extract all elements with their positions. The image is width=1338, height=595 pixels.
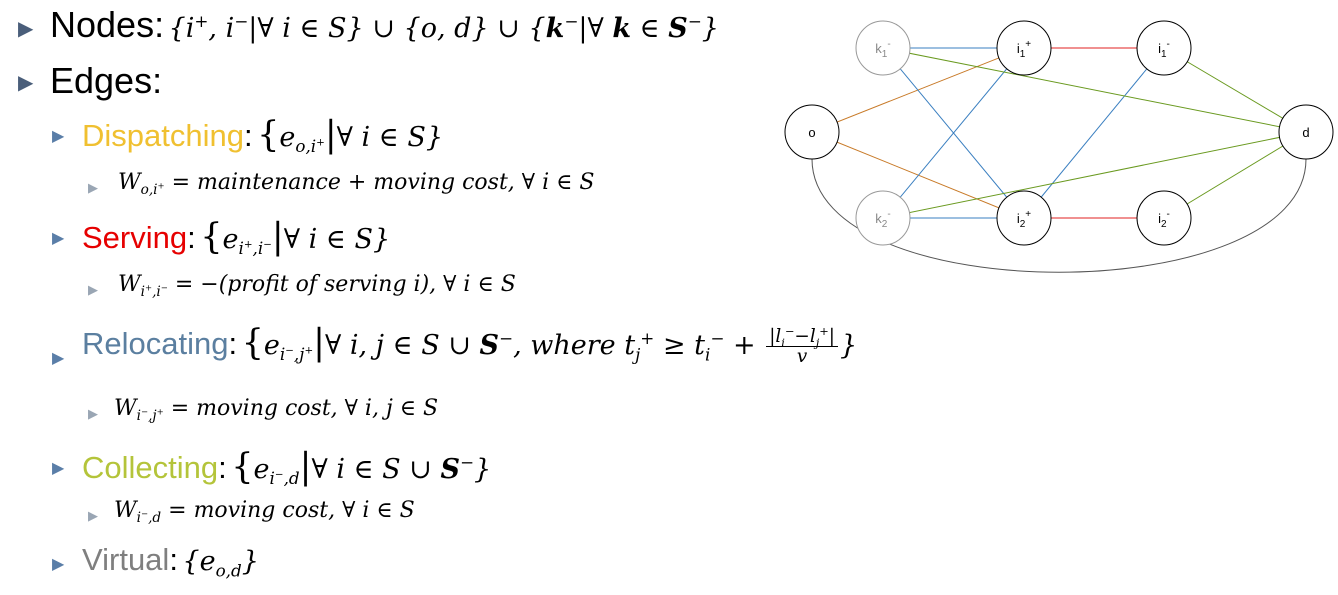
serving-line: Serving: {ei+,i−|∀ i ∈ S}: [82, 216, 391, 259]
sub-bullet-arrow-icon: ▶: [52, 460, 65, 477]
virtual-formula: {eo,d}: [182, 546, 259, 581]
dispatching-weight-rhs: = maintenance + moving cost, ∀ i ∈ S: [171, 170, 595, 195]
serving-weight: Wi+,i− = −(profit of serving i), ∀ i ∈ S: [118, 272, 516, 301]
edge-k1m-d: [882, 47, 1307, 133]
node-label-k2m: k2-: [875, 209, 890, 230]
node-label-i1m: i1-: [1158, 39, 1170, 60]
collecting-weight-rhs: = moving cost, ∀ i ∈ S: [168, 498, 415, 523]
relocating-weight: Wi−,j+ = moving cost, ∀ i, j ∈ S: [114, 396, 439, 425]
serving-label: Serving: [82, 220, 188, 255]
edge-k2m-i1p: [882, 47, 1025, 219]
edge-o-i2p: [811, 131, 1025, 219]
sub-bullet-arrow-icon: ▶: [52, 350, 65, 367]
node-i1p: i1+: [996, 20, 1052, 76]
sub-bullet-arrow-icon: ▶: [52, 128, 65, 145]
node-k1m: k1-: [855, 20, 911, 76]
node-i2p: i2+: [996, 190, 1052, 246]
node-label-k1m: k1-: [875, 39, 890, 60]
bullet-arrow-icon: ▶: [18, 72, 34, 94]
edge-o-d: [811, 158, 1307, 273]
relocating-label: Relocating: [82, 326, 229, 361]
node-o: o: [784, 104, 840, 160]
nodes-label: Nodes:: [50, 4, 165, 45]
edges-label: Edges:: [50, 60, 163, 101]
sub-sub-bullet-arrow-icon: ▶: [88, 406, 98, 421]
nodes-line: Nodes: {i+, i−|∀ i ∈ S} ∪ {o, d} ∪ {k−|∀…: [50, 4, 719, 46]
relocating-formula: {ei−,j+|∀ i, j ∈ S ∪ S−, where tj+ ≥ ti−…: [241, 322, 858, 367]
node-label-o: o: [808, 125, 815, 140]
relocating-weight-rhs: = moving cost, ∀ i, j ∈ S: [170, 396, 439, 421]
collecting-formula: {ei−,d|∀ i ∈ S ∪ S−}: [231, 446, 492, 489]
relocating-line: Relocating: {ei−,j+|∀ i, j ∈ S ∪ S−, whe…: [82, 322, 858, 367]
edge-i1m-i2p: [1023, 47, 1165, 219]
dispatching-label: Dispatching: [82, 118, 244, 153]
serving-formula: {ei+,i−|∀ i ∈ S}: [200, 216, 391, 259]
dispatching-line: Dispatching: {eo,i+|∀ i ∈ S}: [82, 114, 444, 157]
dispatching-formula: {eo,i+|∀ i ∈ S}: [257, 114, 444, 157]
nodes-formula: {i+, i−|∀ i ∈ S} ∪ {o, d} ∪ {k−|∀ k ∈ S−…: [168, 11, 719, 44]
node-label-i2m: i2-: [1158, 209, 1170, 230]
node-k2m: k2-: [855, 190, 911, 246]
serving-weight-rhs: = −(profit of serving i), ∀ i ∈ S: [174, 272, 516, 297]
node-d: d: [1278, 104, 1334, 160]
node-i1m: i1-: [1136, 20, 1192, 76]
edge-k2m-d: [882, 131, 1307, 219]
sub-sub-bullet-arrow-icon: ▶: [88, 180, 98, 195]
node-i2m: i2-: [1136, 190, 1192, 246]
edges-line: Edges:: [50, 60, 162, 102]
collecting-weight: Wi−,d = moving cost, ∀ i ∈ S: [114, 498, 415, 527]
bullet-arrow-icon: ▶: [18, 18, 34, 40]
node-label-d: d: [1302, 125, 1309, 140]
virtual-label: Virtual: [82, 542, 170, 577]
sub-sub-bullet-arrow-icon: ▶: [88, 282, 98, 297]
collecting-label: Collecting: [82, 450, 219, 485]
sub-sub-bullet-arrow-icon: ▶: [88, 508, 98, 523]
dispatching-weight: Wo,i+ = maintenance + moving cost, ∀ i ∈…: [118, 170, 595, 199]
collecting-line: Collecting: {ei−,d|∀ i ∈ S ∪ S−}: [82, 446, 492, 489]
sub-bullet-arrow-icon: ▶: [52, 230, 65, 247]
virtual-line: Virtual: {eo,d}: [82, 542, 259, 581]
sub-bullet-arrow-icon: ▶: [52, 556, 65, 573]
edge-i2m-d: [1163, 131, 1307, 219]
